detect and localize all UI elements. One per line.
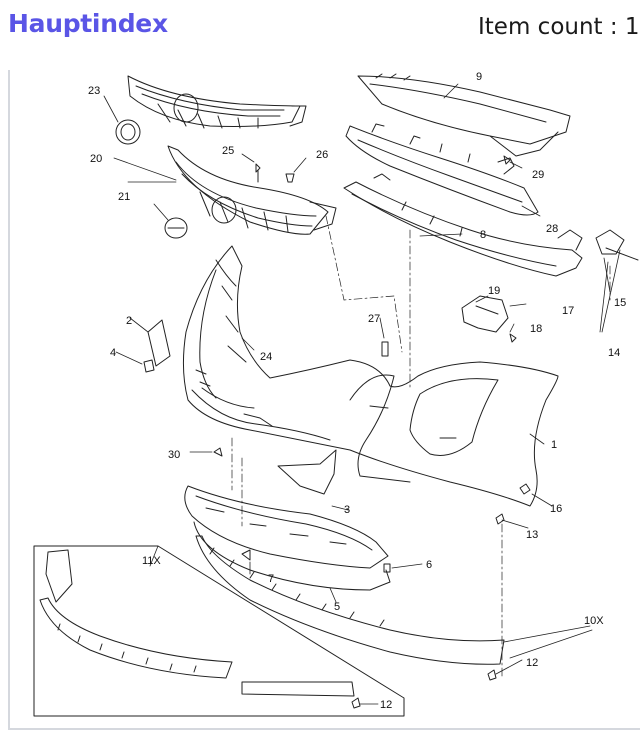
callout-27: 27: [368, 313, 380, 325]
callout-2: 2: [126, 315, 132, 327]
callout-18: 18: [530, 323, 542, 335]
upper-grille-drawing: [127, 75, 307, 129]
lower-grille-3-drawing: [184, 485, 389, 569]
callout-1: 1: [551, 439, 557, 451]
callout-5: 5: [334, 601, 340, 613]
inset-box-11x-drawing: [33, 545, 405, 717]
callout-12-right: 12: [526, 657, 538, 669]
lower-spoiler-10x-drawing: [195, 535, 505, 665]
callout-4: 4: [110, 347, 116, 359]
page-header: Hauptindex Item count : 1: [0, 0, 640, 64]
impact-bar-8-drawing: [343, 173, 583, 277]
callout-11x: 11X: [142, 555, 161, 567]
callout-21: 21: [118, 191, 130, 203]
callout-labels: 1 2 3 4 5 6 7 8 9 10X 11X 12 12 12 13 14…: [88, 71, 626, 711]
callout-14: 14: [608, 347, 620, 359]
callout-26: 26: [316, 149, 328, 161]
callout-30: 30: [168, 449, 180, 461]
callout-29: 29: [532, 169, 544, 181]
bumper-cover-1-drawing: [182, 245, 559, 507]
callout-8: 8: [480, 229, 486, 241]
side-bracket-drawing: [595, 229, 625, 255]
callout-7: 7: [268, 573, 274, 585]
callout-leader-lines: [103, 83, 621, 705]
callout-23: 23: [88, 85, 100, 97]
parts-diagram: 1 2 3 4 5 6 7 8 9 10X 11X 12 12 12 13 14…: [8, 70, 640, 730]
callout-16: 16: [550, 503, 562, 515]
callout-28: 28: [546, 223, 558, 235]
callout-15: 15: [614, 297, 626, 309]
hauptindex-link[interactable]: Hauptindex: [8, 9, 168, 38]
side-cover-2-drawing: [147, 319, 171, 367]
callout-17: 17: [562, 305, 574, 317]
callout-20: 20: [90, 153, 102, 165]
callout-10x: 10X: [584, 615, 604, 627]
callout-6: 6: [426, 559, 432, 571]
upper-bracket-9-drawing: [357, 73, 571, 157]
callout-9: 9: [476, 71, 482, 83]
exploded-view-drawing: 1 2 3 4 5 6 7 8 9 10X 11X 12 12 12 13 14…: [33, 71, 639, 717]
side-bracket-19-drawing: [461, 295, 509, 333]
emblem-23-drawing: [115, 119, 141, 145]
item-count-label: Item count : 1: [478, 14, 640, 40]
callout-24: 24: [260, 351, 272, 363]
callout-19: 19: [488, 285, 500, 297]
grille-20-drawing: [167, 145, 337, 235]
callout-13: 13: [526, 529, 538, 541]
callout-12-inset: 12: [380, 699, 392, 711]
assembly-lines: [231, 215, 611, 679]
callout-3: 3: [344, 504, 350, 516]
grille-bracket-28-drawing: [345, 123, 539, 216]
emblem-21-drawing: [164, 217, 188, 239]
callout-25: 25: [222, 145, 234, 157]
